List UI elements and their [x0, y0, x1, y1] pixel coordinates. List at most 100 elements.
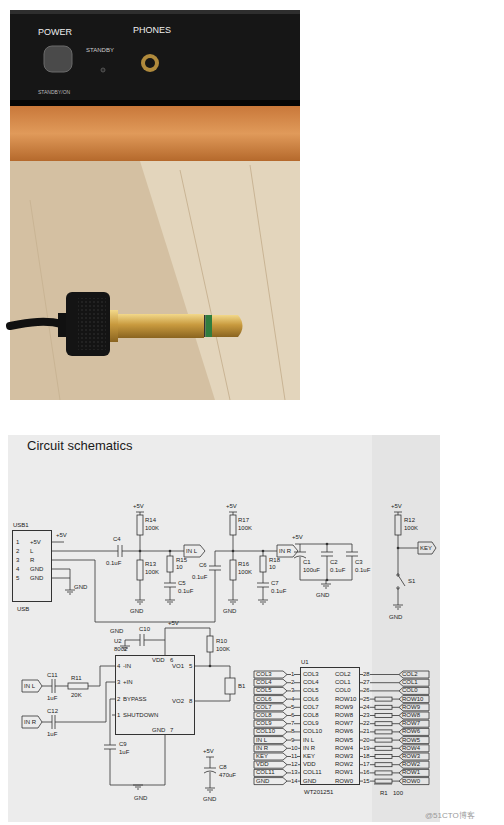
schematic-label: 0.1uF: [271, 588, 286, 594]
junction-dot: [232, 550, 235, 553]
pin-wire: [399, 704, 429, 711]
schematic-label: R17: [238, 517, 249, 523]
pin-name: ROW9: [335, 704, 353, 710]
pin-name: COL6: [303, 696, 319, 702]
pin-wire: [399, 671, 429, 678]
pin-number: 24: [363, 704, 370, 710]
pin-name: ROW5: [335, 737, 353, 743]
keyboard-photo: [101, 68, 105, 72]
schematic-label: 100K: [145, 569, 159, 575]
pin-wire: [399, 753, 429, 760]
part-name: U1: [301, 659, 309, 665]
pin-wire: [254, 704, 287, 711]
schematic-wire: [52, 545, 298, 622]
pin-number: 22: [363, 720, 370, 726]
schematic-label: GND: [74, 584, 87, 590]
panel-label: STANDBY/ON: [38, 90, 70, 95]
net-label: COL0: [402, 687, 418, 693]
pin-wire: [375, 746, 392, 750]
pin-number: 9: [291, 737, 294, 743]
schematic-label: GND: [223, 608, 236, 614]
pin-number: 28: [363, 671, 370, 677]
schematic-label: +5V: [56, 532, 67, 538]
schematic-wire: [204, 757, 216, 788]
schematic-paper: [8, 435, 440, 822]
pin-wire: [399, 761, 429, 768]
pin-wire: [254, 720, 287, 727]
ground-symbol: [258, 600, 268, 604]
schematic-label: R11: [71, 675, 82, 681]
schematic-paper: [372, 435, 440, 822]
ground-symbol: [205, 788, 215, 792]
schematic-label: R1: [380, 790, 388, 796]
schematic-label: 10: [176, 564, 183, 570]
plug-photo: [78, 298, 106, 350]
net-label: IN L: [256, 737, 267, 743]
schematic-label: S1: [408, 578, 415, 584]
schematic-wire: [394, 512, 436, 605]
ground-symbol: [65, 584, 403, 792]
plug-photo: [10, 322, 62, 326]
pin-number: 4: [291, 696, 294, 702]
schematic-label: +5V: [30, 539, 41, 545]
pin-number: 20: [363, 737, 370, 743]
net-label: COL10: [256, 728, 275, 734]
schematic-label: 1uF: [47, 695, 57, 701]
pin-wire: [392, 731, 399, 732]
junction-dot: [139, 550, 142, 553]
pin-name: ROW0: [335, 778, 353, 784]
pin-number: 12: [291, 761, 298, 767]
pin-wire: [375, 714, 392, 718]
pin-name: COL9: [303, 720, 319, 726]
pin-wire: [254, 687, 287, 694]
schematic-label: +5V: [292, 534, 303, 540]
schematic-label: VO2: [172, 698, 184, 704]
panel-label: STANDBY: [86, 47, 114, 53]
schematic-label: L: [30, 548, 33, 554]
schematic-wire: [137, 560, 143, 580]
schematic-label: 4: [16, 566, 19, 572]
pin-number: 23: [363, 712, 370, 718]
junction-dot: [326, 543, 329, 546]
schematic-label: C8: [219, 764, 227, 770]
schematic-label: 0.1uF: [330, 567, 345, 573]
net-label: ROW1: [402, 769, 420, 775]
schematic-label: VDD: [152, 657, 165, 663]
pin-wire: [254, 745, 287, 752]
pin-name: ROW1: [335, 769, 353, 775]
schematic-label: 100: [393, 790, 403, 796]
schematic-label: -IN: [123, 663, 131, 669]
pin-wire: [399, 745, 429, 752]
schematic-label: GND: [316, 592, 329, 598]
schematic-label: 100uF: [303, 567, 320, 573]
pin-wire: [399, 712, 429, 719]
net-label: COL1: [402, 679, 418, 685]
schematic-label: 0.1uF: [192, 574, 207, 580]
schematic-wire: [374, 784, 392, 785]
schematic-label: 100K: [145, 525, 159, 531]
pin-wire: [375, 771, 392, 775]
schematic-label: C6: [199, 562, 207, 568]
schematic-label: 100K: [238, 569, 252, 575]
pin-name: ROW4: [335, 745, 353, 751]
part-number: USB: [17, 606, 29, 612]
net-label: ROW10: [402, 696, 423, 702]
pin-wire: [375, 722, 392, 726]
schematic-wire: [136, 512, 144, 600]
schematic-label: 0.1uF: [178, 588, 193, 594]
schematic-label: 100K: [216, 646, 230, 652]
schematic-wire: [137, 515, 143, 535]
schematic-label: +5V: [226, 503, 237, 509]
pin-wire: [375, 779, 392, 783]
pin-wire: [254, 769, 287, 776]
schematic-label: 6: [170, 657, 173, 663]
pin-name: COL7: [303, 704, 319, 710]
pin-wire: [392, 781, 399, 782]
schematic-label: GND: [152, 727, 165, 733]
pin-number: 14: [291, 778, 298, 784]
pin-name: ROW8: [335, 712, 353, 718]
pin-wire: [375, 730, 392, 734]
schematic-wire: [22, 512, 436, 788]
pin-number: 6: [291, 712, 294, 718]
net-label: COL6: [256, 696, 272, 702]
